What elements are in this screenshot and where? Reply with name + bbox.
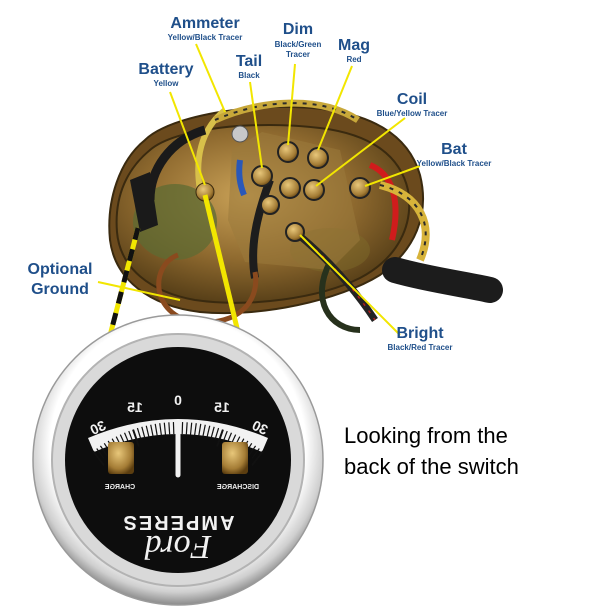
gauge-brand-amperes: AMPERES <box>122 511 235 533</box>
label-tail-title: Tail <box>235 53 263 70</box>
terminals <box>195 125 371 242</box>
gauge-tick <box>248 445 257 457</box>
gauge-tick-label-zero: 0 <box>174 392 182 408</box>
leader-bright <box>299 234 401 336</box>
label-battery-title: Battery <box>138 61 194 78</box>
label-tail-sub: Black <box>238 71 260 80</box>
label-ammeter-title: Ammeter <box>170 15 240 32</box>
label-mag: Mag Red <box>332 38 376 64</box>
wire-bundle-right <box>382 257 503 303</box>
gauge-tick <box>214 427 220 440</box>
caption-line-2: back of the switch <box>344 454 519 479</box>
leader-lines <box>97 43 421 336</box>
gauge-tick <box>189 422 193 435</box>
wire-black-center <box>249 178 274 279</box>
label-optional-ground-line1: Optional <box>27 261 93 278</box>
gauge-tick-label-right-30: 30 <box>249 417 270 438</box>
caption: Looking from the back of the switch <box>344 420 584 482</box>
gauge-tick-label-left-15: 15 <box>127 399 143 415</box>
gauge-tick <box>159 423 162 436</box>
terminal-tail <box>251 165 273 187</box>
label-bat-sub: Yellow/Black Tracer <box>416 159 492 168</box>
terminal-lower <box>260 195 280 215</box>
gauge-discharge-label: DISCHARGE <box>217 484 259 491</box>
leader-battery <box>169 91 206 186</box>
gauge-tick <box>194 423 197 436</box>
label-tail: Tail Black <box>228 54 270 80</box>
gauge-tick <box>210 426 215 439</box>
label-bat: Bat Yellow/Black Tracer <box>410 142 498 168</box>
label-bright-title: Bright <box>396 325 444 342</box>
label-dim: Dim Black/Green Tracer <box>270 22 326 60</box>
ammeter-stud-insulator <box>130 172 158 232</box>
label-battery: Battery Yellow <box>132 62 200 88</box>
gauge-tick <box>251 450 264 467</box>
label-ammeter-sub: Yellow/Black Tracer <box>167 33 243 42</box>
leader-bat <box>364 165 421 187</box>
label-bright: Bright Black/Red Tracer <box>380 326 460 352</box>
terminal-coil <box>303 179 325 201</box>
gauge-tick <box>92 450 105 467</box>
gauge-tick <box>128 430 134 443</box>
label-dim-title: Dim <box>282 21 314 38</box>
leader-coil <box>315 117 406 187</box>
wire-blue <box>236 159 247 197</box>
gauge-tick <box>145 425 150 438</box>
gauge-tick-label-right-15: 15 <box>214 399 230 415</box>
gauge-tick <box>163 422 167 435</box>
gauge-tick-label-left-30: 30 <box>87 417 108 438</box>
label-coil: Coil Blue/Yellow Tracer <box>372 92 452 118</box>
gauge-tick <box>141 426 146 439</box>
leader-tail <box>249 81 263 169</box>
leader-dim <box>287 63 296 146</box>
label-dim-sub: Black/Green Tracer <box>274 40 322 59</box>
gauge-tick <box>168 422 171 435</box>
gauge-tick <box>202 424 206 437</box>
gauge-tick <box>198 423 202 436</box>
label-optional-ground: Optional Ground <box>22 262 98 298</box>
wire-ammeter-tracer <box>214 102 359 121</box>
terminal-mag <box>307 147 329 169</box>
ammeter-gauge: 30 15 0 15 30 CHARGE DISCHARGE AMPERES F… <box>32 314 324 606</box>
gauge-tick <box>251 448 260 459</box>
gauge-window-left <box>108 442 134 474</box>
gauge-tick <box>96 448 105 459</box>
wire-bat-tracer <box>379 184 427 261</box>
gauge-tick <box>150 424 154 437</box>
wire-green-loop <box>318 260 361 333</box>
leader-mag <box>317 65 353 151</box>
leader-ammeter <box>195 43 226 113</box>
gauge-tick <box>206 425 211 438</box>
label-battery-sub: Yellow <box>153 79 179 88</box>
gauge-tick <box>136 427 142 440</box>
gauge-tick <box>185 422 188 435</box>
switch-assembly <box>108 99 503 333</box>
label-optional-ground-line2: Ground <box>31 281 89 298</box>
leader-optional-ground <box>97 281 181 301</box>
gauge-charge-label: CHARGE <box>105 484 136 491</box>
gauge-tick <box>222 430 228 443</box>
label-mag-title: Mag <box>338 37 370 54</box>
gauge-tick <box>216 429 224 447</box>
label-mag-sub: Red <box>346 55 362 64</box>
gauge-window-right <box>222 442 248 474</box>
label-bat-title: Bat <box>441 141 467 158</box>
terminal-bright <box>285 222 305 242</box>
terminal-bat <box>349 177 371 199</box>
gauge-tick <box>99 445 108 457</box>
terminal-ammeter-stud <box>231 125 249 143</box>
label-coil-sub: Blue/Yellow Tracer <box>376 109 448 118</box>
gauge-brand-script: Ford <box>144 528 213 565</box>
label-bright-sub: Black/Red Tracer <box>387 343 453 352</box>
label-coil-title: Coil <box>396 91 428 108</box>
gauge-scale-band <box>88 419 268 452</box>
label-ammeter: Ammeter Yellow/Black Tracer <box>160 16 250 42</box>
terminal-center <box>279 177 301 199</box>
gauge-tick <box>154 423 158 436</box>
caption-line-1: Looking from the <box>344 423 508 448</box>
gauge-tick <box>132 429 140 447</box>
